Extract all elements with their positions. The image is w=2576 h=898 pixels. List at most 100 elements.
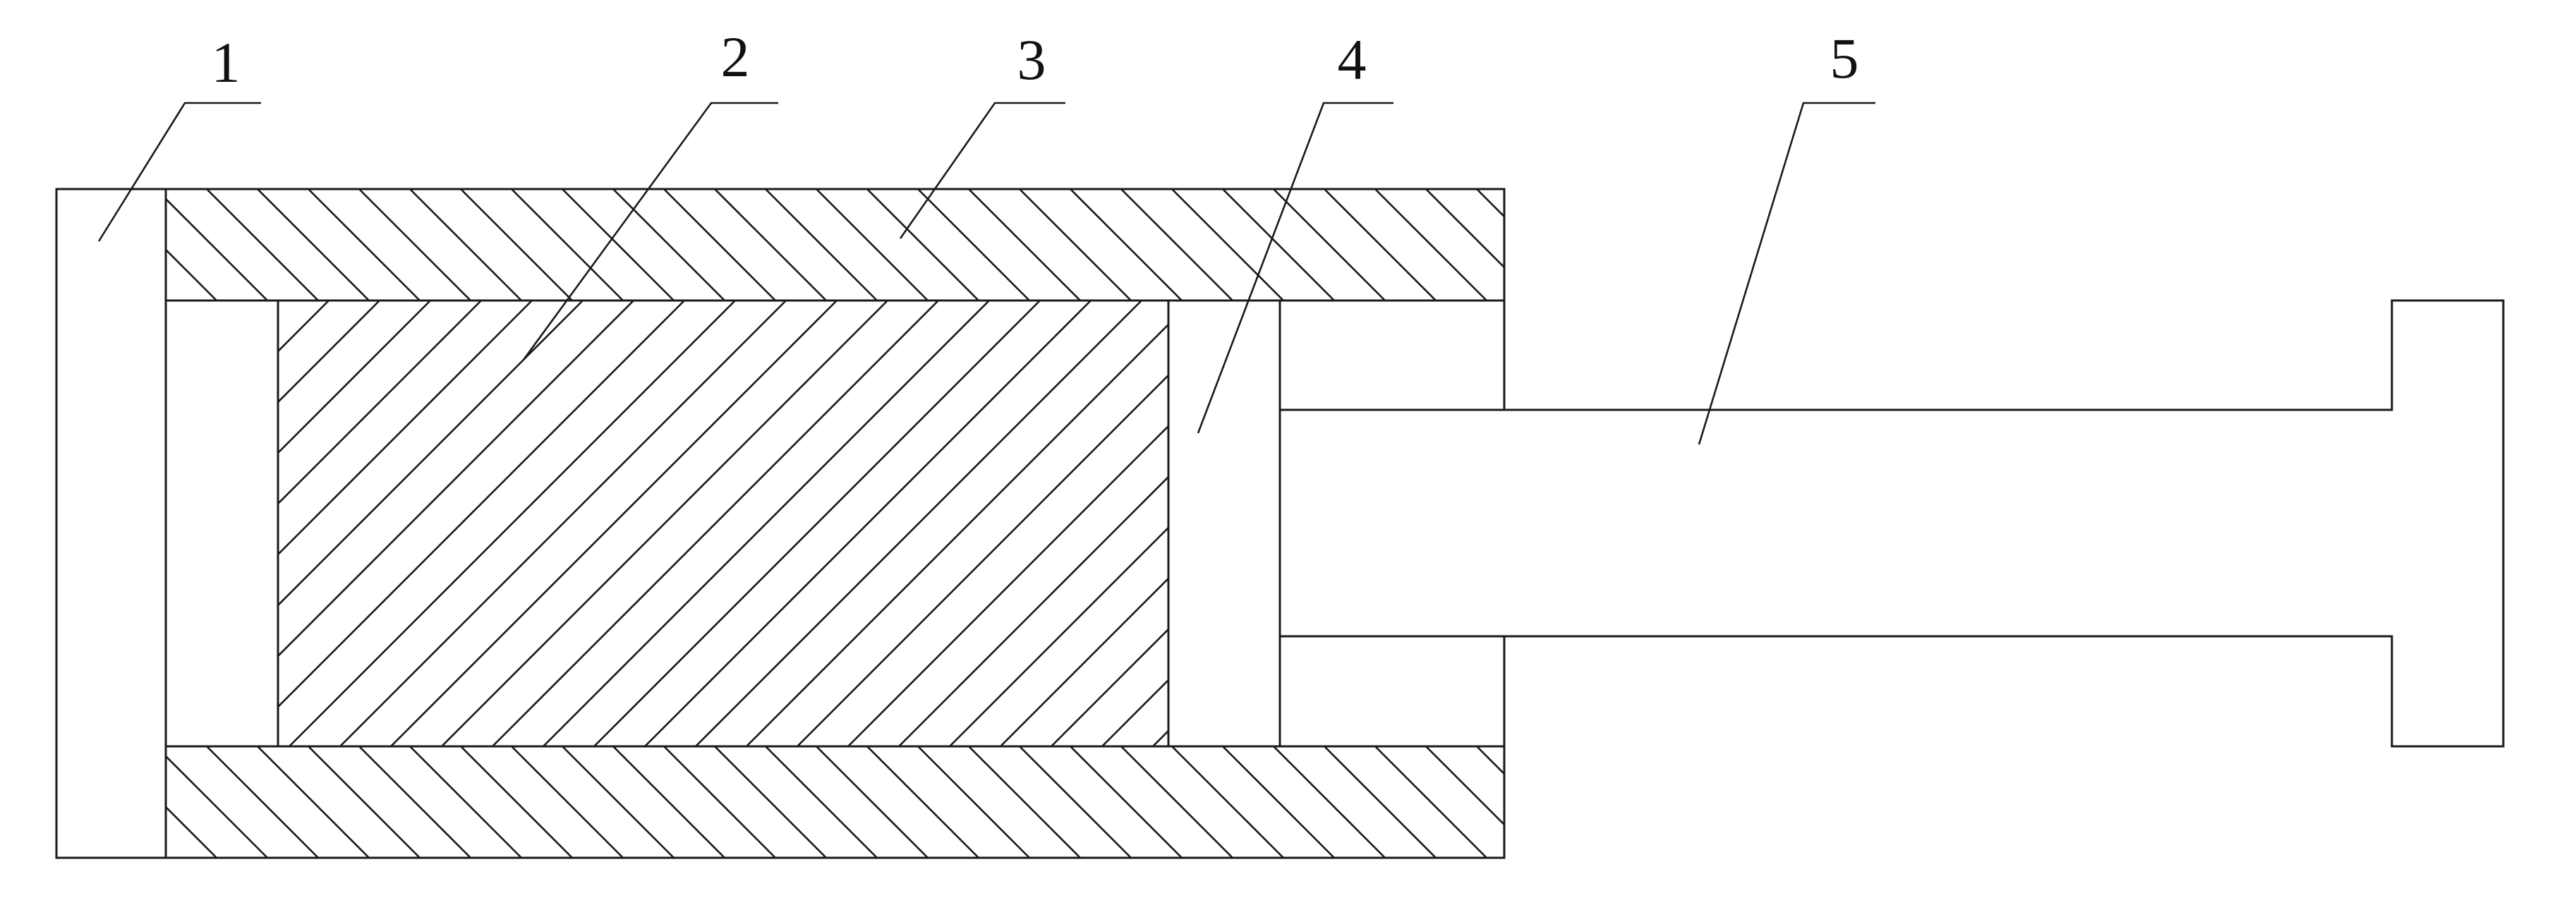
sleeve-bottom-hatch-line	[1171, 746, 1284, 858]
callout-3-label: 3	[1017, 28, 1046, 92]
leader-line-5	[1698, 102, 1875, 445]
sleeve-top-hatch-line	[1222, 189, 1335, 301]
sleeve-part	[4, 188, 1741, 859]
sleeve-bottom-hatch-line	[1070, 746, 1183, 858]
sleeve-bottom-hatch-line	[1019, 746, 1132, 858]
sleeve-bottom-hatch-line	[816, 746, 929, 858]
sleeve-top-hatch-line	[206, 189, 319, 301]
sleeve-top-hatch-line	[409, 189, 522, 301]
rod-part	[1280, 299, 2505, 748]
callout-5-label: 5	[1830, 26, 1859, 90]
core-block-hatch-line	[278, 301, 634, 657]
sleeve-top-hatch-line	[1629, 189, 1741, 301]
rod-outline	[1280, 299, 2505, 748]
sleeve-bottom-hatch-line	[1629, 746, 1741, 858]
core-block-hatching	[0, 301, 2107, 746]
sleeve-bottom-hatch-line	[1120, 746, 1233, 858]
sleeve-bottom-hatch-line	[1273, 746, 1386, 858]
core-block-hatch-line	[390, 301, 837, 746]
core-block-hatch-line	[1559, 301, 2005, 746]
sleeve-bottom-hatch-line	[308, 746, 421, 858]
core-block-hatch-line	[1508, 301, 1954, 746]
core-block-hatch-line	[278, 301, 380, 404]
core-block-hatch-line	[441, 301, 888, 746]
sleeve-bottom-wall	[164, 745, 1506, 859]
sleeve-top-hatch-line	[1120, 189, 1233, 301]
sleeve-bottom-hatch-line	[1222, 746, 1335, 858]
sleeve-bottom-hatch-line	[714, 746, 827, 858]
core-block-hatch-line	[695, 301, 1142, 746]
core-block-hatch-line	[1204, 301, 1650, 746]
piston-plate-outline	[1167, 299, 1281, 748]
leader-line-1	[97, 102, 261, 242]
sleeve-bottom-hatch-line	[1425, 746, 1504, 826]
core-block-hatch-line	[644, 301, 1092, 746]
sleeve-top-hatch-line	[358, 189, 471, 301]
core-block-hatch-line	[949, 526, 1168, 746]
sleeve-bottom-hatch-line	[612, 746, 725, 858]
sleeve-bottom-hatch-line	[460, 746, 573, 858]
sleeve-bottom-hatch-line	[358, 746, 471, 858]
core-block-hatch-line	[1458, 301, 1904, 746]
sleeve-bottom-hatch-line	[917, 746, 1030, 858]
sleeve-bottom-hatch-line	[409, 746, 522, 858]
core-block-hatch-line	[1407, 301, 1853, 746]
core-block-hatch-line	[1152, 729, 1168, 746]
core-block-hatch-line	[278, 301, 431, 454]
callout-4-label: 4	[1338, 28, 1367, 92]
sleeve-bottom-hatch-line	[968, 746, 1081, 858]
callout-2-label: 2	[721, 25, 750, 89]
leader-lines	[97, 102, 1875, 445]
core-block-hatch-line	[797, 374, 1168, 746]
sleeve-top-hatch-line	[1273, 189, 1386, 301]
sleeve-bottom-hatch-line	[166, 806, 217, 858]
end-cap-outline	[55, 188, 167, 859]
sleeve-top-hatch-line	[1528, 189, 1639, 301]
core-block-hatch-line	[1661, 301, 2107, 746]
sleeve-bottom-hatch-line	[206, 746, 319, 858]
sleeve-top-hatch-line	[1374, 189, 1487, 301]
sleeve-top-hatch-line	[917, 189, 1030, 301]
sleeve-bottom-hatch-line	[511, 746, 624, 858]
sleeve-top-hatch-line	[4, 189, 115, 301]
core-block-hatch-line	[1000, 577, 1168, 746]
core-block-hatch-line	[1051, 628, 1168, 746]
sleeve-top-hatch-line	[166, 299, 167, 301]
core-block-hatch-line	[278, 301, 279, 302]
sleeve-top-hatch-line	[816, 189, 929, 301]
sleeve-bottom-hatch-line	[1476, 746, 1504, 775]
sleeve-top-hatch-line	[166, 198, 268, 301]
sleeve-top-hatch-line	[1476, 189, 1504, 218]
callout-1-label: 1	[212, 30, 241, 95]
core-block-hatch-line	[278, 301, 482, 505]
sleeve-top-hatch-line	[257, 189, 370, 301]
end-cap-part	[55, 188, 167, 859]
sleeve-bottom-hatch-line	[166, 856, 167, 858]
sleeve-top-hatch-line	[1578, 189, 1690, 301]
piston-plate-part	[1167, 299, 1281, 748]
core-block-hatch-line	[898, 475, 1168, 746]
core-block-hatch-line	[1305, 301, 1751, 746]
sleeve-top-wall	[164, 188, 1506, 302]
core-block-hatch-line	[0, 301, 227, 746]
sleeve-top-hatch-line	[166, 248, 217, 301]
sleeve-top-hatch-line	[968, 189, 1081, 301]
sleeve-bottom-hatch-line	[1324, 746, 1437, 858]
core-block-hatch-line	[847, 425, 1168, 746]
sleeve-top-hatch-line	[663, 189, 776, 301]
leader-line-3	[899, 102, 1065, 239]
core-block-hatch-line	[1610, 301, 2056, 746]
sleeve-top-hatch-line	[562, 189, 675, 301]
core-block-hatch-line	[593, 301, 1041, 746]
sleeve-bottom-hatch-line	[1374, 746, 1487, 858]
core-block-part	[0, 299, 2107, 748]
core-block-hatch-line	[278, 301, 685, 708]
leader-line-4	[1197, 102, 1393, 434]
sleeve-top-hatch-line	[612, 189, 725, 301]
core-block-hatch-line	[746, 323, 1168, 746]
sleeve-bottom-hatch-line	[4, 746, 115, 858]
sleeve-top-hatch-line	[1019, 189, 1132, 301]
callout-labels: 1 2 3 4 5	[212, 25, 1859, 95]
sleeve-top-hatch-line	[765, 189, 878, 301]
sleeve-top-hatching	[4, 189, 1741, 301]
